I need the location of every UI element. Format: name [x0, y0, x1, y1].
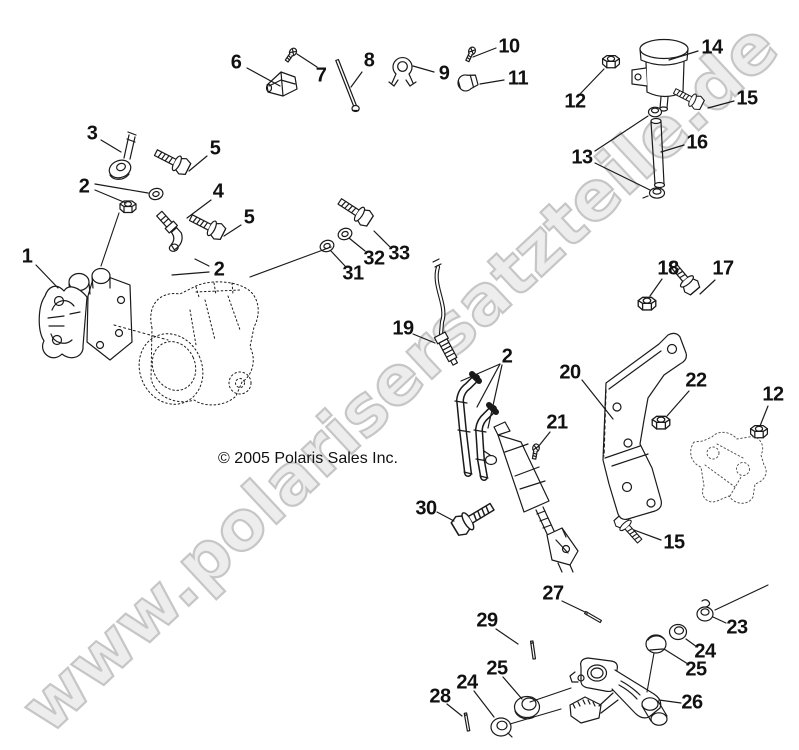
- screw-7: [283, 46, 299, 64]
- assembly-lines: [100, 212, 769, 725]
- bolt-33: [334, 193, 376, 229]
- leader-line-24: [473, 690, 495, 718]
- leader-line-2: [94, 183, 149, 194]
- leader-line-12: [579, 68, 605, 95]
- leader-line-15: [633, 529, 662, 541]
- leader-line-2: [487, 364, 503, 429]
- leader-line-6: [246, 67, 281, 87]
- leader-line-25: [663, 648, 689, 665]
- nut-22: [651, 415, 671, 430]
- ghost-bracket: [690, 431, 767, 504]
- bolt-30: [449, 497, 499, 539]
- leader-line-20: [581, 379, 614, 420]
- leader-line-17: [699, 279, 716, 295]
- leader-line-1: [35, 264, 59, 289]
- copyright-text: © 2005 Polaris Sales Inc.: [218, 450, 398, 467]
- leader-line-9: [412, 65, 435, 73]
- leader-line-10: [472, 47, 497, 58]
- banjo-fitting-3: [108, 131, 137, 180]
- pin-27: [584, 610, 602, 624]
- bolt-5a: [151, 144, 193, 178]
- leader-line-11: [479, 79, 505, 85]
- leader-line-2: [476, 363, 501, 408]
- clamp-13b: [642, 187, 666, 199]
- brake-line-19: [432, 258, 459, 366]
- clamp-6: [265, 71, 298, 97]
- leader-line-31: [330, 250, 346, 267]
- leader-line-24: [685, 638, 698, 648]
- leader-line-2: [94, 189, 127, 204]
- leader-line-3: [100, 139, 122, 153]
- brake-pedal-26: [569, 657, 668, 726]
- bracket-20: [602, 332, 687, 521]
- leader-line-2: [460, 363, 501, 382]
- leader-line-5: [223, 224, 242, 237]
- leader-line-7: [296, 53, 318, 68]
- washer-31: [317, 237, 337, 255]
- clip-23: [696, 599, 714, 622]
- bolt-5b: [186, 209, 228, 243]
- leader-line-16: [660, 144, 685, 153]
- elbow-fitting-4: [156, 210, 183, 252]
- leader-line-32: [348, 237, 366, 252]
- brake-hoses-2: [454, 371, 499, 481]
- hose-16: [650, 117, 666, 189]
- pin-29: [529, 640, 537, 660]
- leader-line-19: [412, 333, 436, 344]
- bolt-15-top: [670, 84, 706, 112]
- bushing-25-right: [645, 634, 667, 654]
- leader-line-21: [537, 431, 551, 448]
- washer-24-left: [490, 717, 513, 738]
- leader-line-13: [594, 162, 651, 191]
- leader-line-30: [436, 511, 455, 522]
- nut-12-right: [749, 425, 769, 439]
- clamp-11: [457, 74, 479, 92]
- nut-18: [637, 296, 657, 311]
- master-cylinder: [483, 421, 579, 573]
- leader-line-15: [707, 100, 735, 109]
- washer-24-right: [668, 623, 688, 641]
- brake-caliper: [38, 267, 133, 361]
- leader-line-13: [594, 115, 649, 152]
- leader-line-23: [712, 616, 727, 624]
- leader-line-14: [668, 50, 699, 61]
- screw-10: [463, 45, 478, 63]
- leader-line-12: [759, 405, 769, 427]
- omega-clamp-9: [388, 56, 417, 87]
- leader-line-5: [188, 155, 208, 172]
- leader-line-18: [649, 278, 663, 297]
- washer-2a: [147, 186, 165, 202]
- rod-bolt-8: [335, 58, 360, 113]
- nut-2b: [119, 200, 137, 214]
- leader-line-8: [350, 71, 363, 88]
- leader-line-29: [495, 628, 519, 645]
- leader-lines: [35, 47, 769, 718]
- leader-line-2: [194, 258, 210, 267]
- leader-line-25: [502, 676, 523, 700]
- leader-line-2: [171, 271, 210, 276]
- bolt-17: [664, 257, 703, 298]
- leader-line-27: [561, 600, 586, 613]
- leader-line-26: [658, 699, 682, 704]
- leader-line-4: [186, 199, 212, 219]
- reservoir-14: [631, 38, 689, 112]
- gearcase-housing: [138, 281, 259, 406]
- leader-line-28: [446, 703, 463, 717]
- clamp-13a: [647, 106, 663, 118]
- leader-line-33: [373, 230, 391, 248]
- nut-12-top: [601, 55, 621, 69]
- leader-line-22: [666, 390, 690, 417]
- pin-28: [463, 712, 471, 732]
